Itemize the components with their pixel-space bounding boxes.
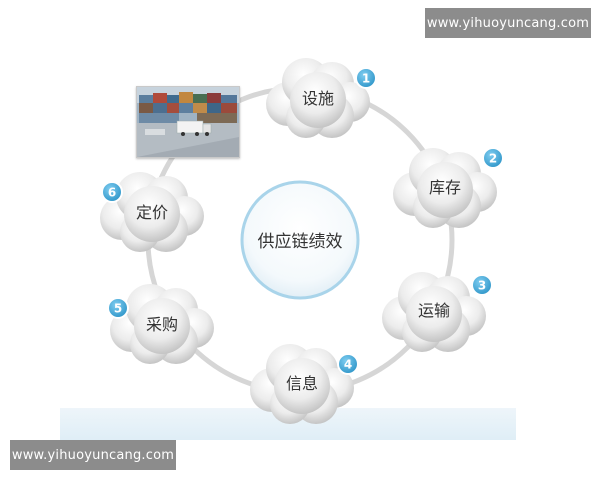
- number-badge: [471, 274, 493, 296]
- center-label: 供应链绩效: [258, 232, 343, 252]
- badge-number: 1: [362, 72, 370, 86]
- container-yard-photo: [136, 86, 240, 158]
- node-label: 设施: [302, 89, 334, 108]
- node-label: 信息: [286, 374, 318, 393]
- number-badge: [337, 353, 359, 375]
- node-label: 库存: [429, 178, 461, 197]
- badge-number: 6: [108, 186, 116, 200]
- node-information: 信息 4: [250, 344, 359, 424]
- number-badge: [355, 67, 377, 89]
- number-badge: [107, 297, 129, 319]
- center-node: 供应链绩效: [240, 180, 360, 300]
- watermark-top: www.yihuoyuncang.com: [425, 8, 591, 38]
- node-label: 采购: [146, 315, 178, 334]
- node-pricing: 定价 6: [100, 172, 204, 252]
- number-badge: [101, 181, 123, 203]
- number-badge: [482, 147, 504, 169]
- node-label: 定价: [136, 203, 168, 222]
- watermark-bottom: www.yihuoyuncang.com: [10, 440, 176, 470]
- container-yard-icon: [137, 87, 239, 157]
- node-transport: 运输 3: [382, 272, 493, 352]
- node-label: 运输: [418, 301, 450, 320]
- node-inventory: 库存 2: [393, 147, 504, 228]
- badge-number: 2: [489, 152, 497, 166]
- badge-number: 5: [114, 302, 122, 316]
- node-facility: 设施 1: [266, 58, 377, 138]
- node-procurement: 采购 5: [107, 284, 214, 364]
- badge-number: 3: [478, 279, 486, 293]
- badge-number: 4: [344, 358, 352, 372]
